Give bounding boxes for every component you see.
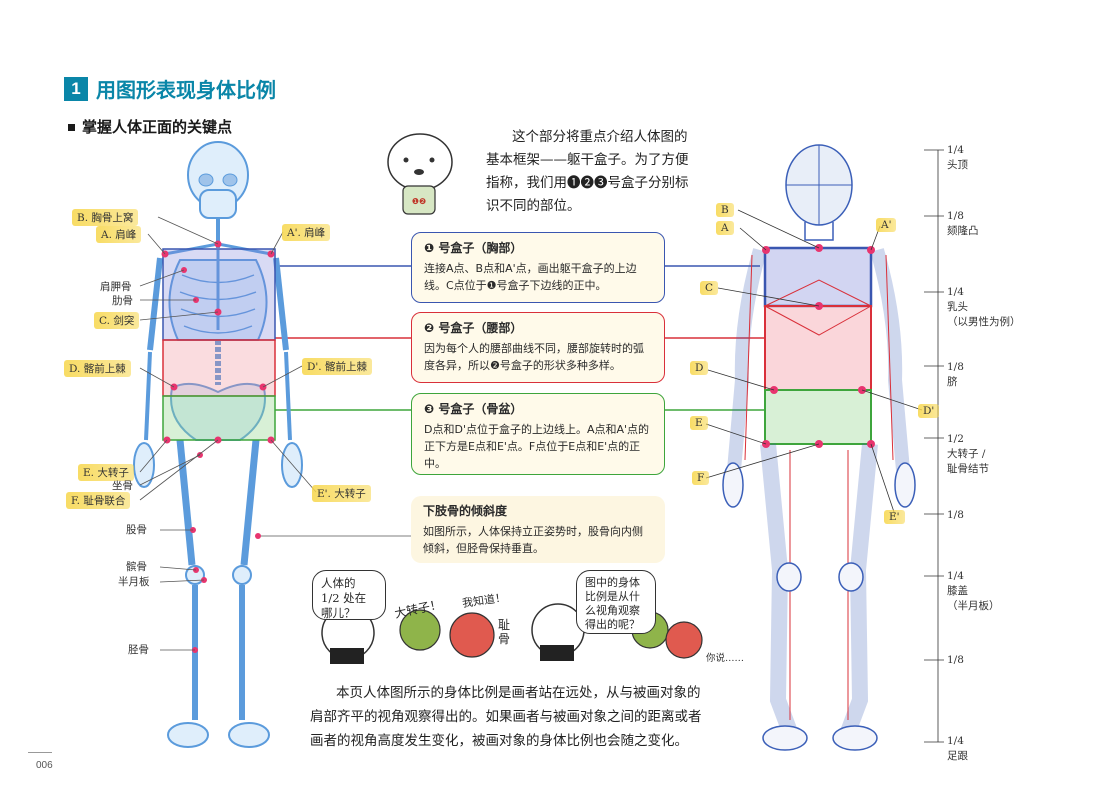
proportion-ruler <box>924 149 944 743</box>
label-sternal-notch: B. 胸骨上窝 <box>72 209 139 226</box>
chest-box-text: 连接A点、B点和A'点，画出躯干盒子的上边线。C点位于❶号盒子下边线的正中。 <box>424 262 637 292</box>
label-trochanter-right: E'. 大转子 <box>312 485 371 502</box>
page-number: 006 <box>36 760 53 771</box>
chest-box-title: ❶ 号盒子（胸部） <box>424 241 523 255</box>
comic-characters <box>321 603 703 664</box>
comic-caption: 你说…… <box>706 653 745 664</box>
label-rib: 肋骨 <box>112 295 133 307</box>
point-b: B <box>716 203 734 217</box>
label-acromion-left: A. 肩峰 <box>96 226 142 243</box>
ratio-thigh: 1/8 <box>947 509 964 521</box>
pelvis-box-text: D点和D'点位于盒子的上边线上。A点和A'点的正下方是E点和E'点。F点位于E点… <box>424 423 650 470</box>
femur-tilt-title: 下肢骨的倾斜度 <box>423 504 508 518</box>
mannequin-figure <box>722 144 916 751</box>
section-number: 1 <box>64 76 88 101</box>
label-meniscus: 半月板 <box>118 576 150 588</box>
svg-text:❶❷: ❶❷ <box>412 197 426 206</box>
label-asis-left: D. 髂前上棘 <box>64 360 131 377</box>
waist-box-text: 因为每个人的腰部曲线不同，腰部旋转时的弧度各异，所以❷号盒子的形状多种多样。 <box>424 342 644 372</box>
ratio-shin: 1/8 <box>947 654 964 666</box>
point-d: D <box>690 361 709 375</box>
label-xiphoid: C. 剑突 <box>94 312 140 329</box>
label-asis-right: D'. 髂前上棘 <box>302 358 372 375</box>
point-a-prime: A' <box>876 218 897 232</box>
subsection-title: 掌握人体正面的关键点 <box>68 116 232 137</box>
point-e: E <box>690 416 708 430</box>
femur-tilt-note: 下肢骨的倾斜度 如图所示，人体保持立正姿势时，股骨向内侧倾斜，但胫骨保持垂直。 <box>411 496 665 563</box>
point-e-prime: E' <box>884 510 905 524</box>
point-c: C <box>700 281 719 295</box>
label-patella: 髌骨 <box>126 561 147 573</box>
pelvis-box-note: ❸ 号盒子（骨盆） D点和D'点位于盒子的上边线上。A点和A'点的正下方是E点和… <box>411 393 665 475</box>
section-heading: 用图形表现身体比例 <box>96 78 276 102</box>
comic-bubble-question: 人体的 1/2 处在哪儿？ <box>312 570 386 620</box>
label-scapula: 肩胛骨 <box>100 281 132 293</box>
skeleton-torso-boxes <box>162 248 276 441</box>
label-acromion-right: A'. 肩峰 <box>282 224 331 241</box>
section-title: 1 用图形表现身体比例 <box>64 74 276 103</box>
mascot-illustration: ❶❷ <box>387 133 453 215</box>
comic-shout-pubis: 耻骨 <box>498 618 511 646</box>
chest-box-note: ❶ 号盒子（胸部） 连接A点、B点和A'点，画出躯干盒子的上边线。C点位于❶号盒… <box>411 232 665 303</box>
skeleton-leader-lines <box>139 216 317 651</box>
label-trochanter-left: E. 大转子 <box>78 464 134 481</box>
comic-bubble-viewpoint: 图中的身体比例是从什么视角观察得出的呢？ <box>576 570 656 634</box>
waist-box-note: ❷ 号盒子（腰部） 因为每个人的腰部曲线不同，腰部旋转时的弧度各异，所以❷号盒子… <box>411 312 665 383</box>
intro-paragraph: 这个部分将重点介绍人体图的 基本框架——躯干盒子。为了方便 指称，我们用❶❷❸号… <box>486 129 689 214</box>
label-tibia: 胫骨 <box>128 644 149 656</box>
connector-lines <box>258 265 765 537</box>
point-f: F <box>692 471 710 485</box>
label-femur: 股骨 <box>126 524 147 536</box>
label-pubic-symphysis: F. 耻骨联合 <box>66 492 131 509</box>
square-bullet-icon <box>68 124 75 131</box>
femur-tilt-text: 如图所示，人体保持立正姿势时，股骨向内侧倾斜，但胫骨保持垂直。 <box>423 525 643 555</box>
pelvis-box-title: ❸ 号盒子（骨盆） <box>424 402 523 416</box>
label-ischium: 坐骨 <box>112 480 133 492</box>
point-a: A <box>716 221 734 235</box>
waist-box-title: ❷ 号盒子（腰部） <box>424 321 523 335</box>
skeleton-figure <box>133 141 303 748</box>
page-number-rule <box>28 752 52 753</box>
bottom-paragraph: 本页人体图所示的身体比例是画者站在远处，从与被画对象的 肩部齐平的视角观察得出的… <box>310 685 702 749</box>
point-d-prime: D' <box>918 404 940 418</box>
